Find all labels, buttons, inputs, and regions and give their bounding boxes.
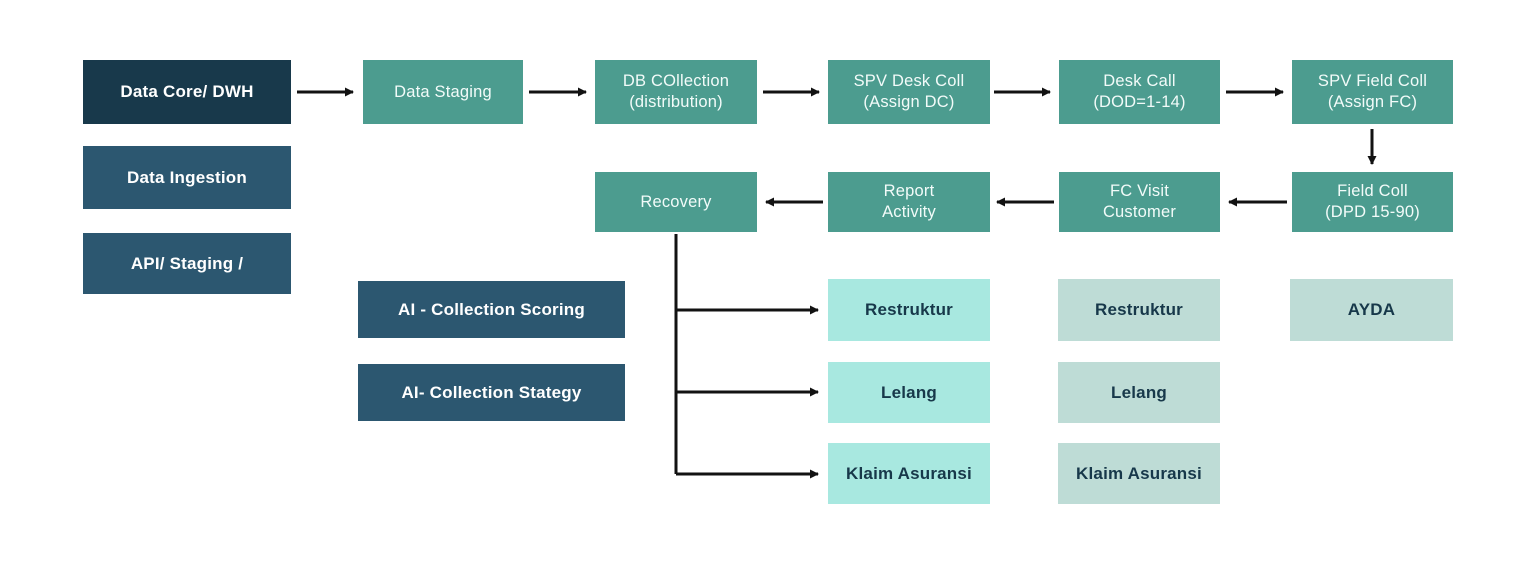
node-field-coll: Field Coll (DPD 15-90) — [1292, 172, 1453, 232]
node-desk-call: Desk Call (DOD=1-14) — [1059, 60, 1220, 124]
node-ayda: AYDA — [1290, 279, 1453, 341]
node-recovery: Recovery — [595, 172, 757, 232]
node-fc-visit-customer: FC Visit Customer — [1059, 172, 1220, 232]
node-ai-collection-strategy: AI- Collection Stategy — [358, 364, 625, 421]
node-restruktur-2: Restruktur — [1058, 279, 1220, 341]
node-data-core-dwh: Data Core/ DWH — [83, 60, 291, 124]
node-lelang-1: Lelang — [828, 362, 990, 423]
node-lelang-2: Lelang — [1058, 362, 1220, 423]
node-data-ingestion: Data Ingestion — [83, 146, 291, 209]
node-data-staging: Data Staging — [363, 60, 523, 124]
node-ai-collection-scoring: AI - Collection Scoring — [358, 281, 625, 338]
node-report-activity: Report Activity — [828, 172, 990, 232]
node-klaim-asuransi-2: Klaim Asuransi — [1058, 443, 1220, 504]
node-klaim-asuransi-1: Klaim Asuransi — [828, 443, 990, 504]
node-restruktur-1: Restruktur — [828, 279, 990, 341]
node-spv-desk-coll: SPV Desk Coll (Assign DC) — [828, 60, 990, 124]
node-db-collection: DB COllection (distribution) — [595, 60, 757, 124]
node-spv-field-coll: SPV Field Coll (Assign FC) — [1292, 60, 1453, 124]
node-api-staging: API/ Staging / — [83, 233, 291, 294]
